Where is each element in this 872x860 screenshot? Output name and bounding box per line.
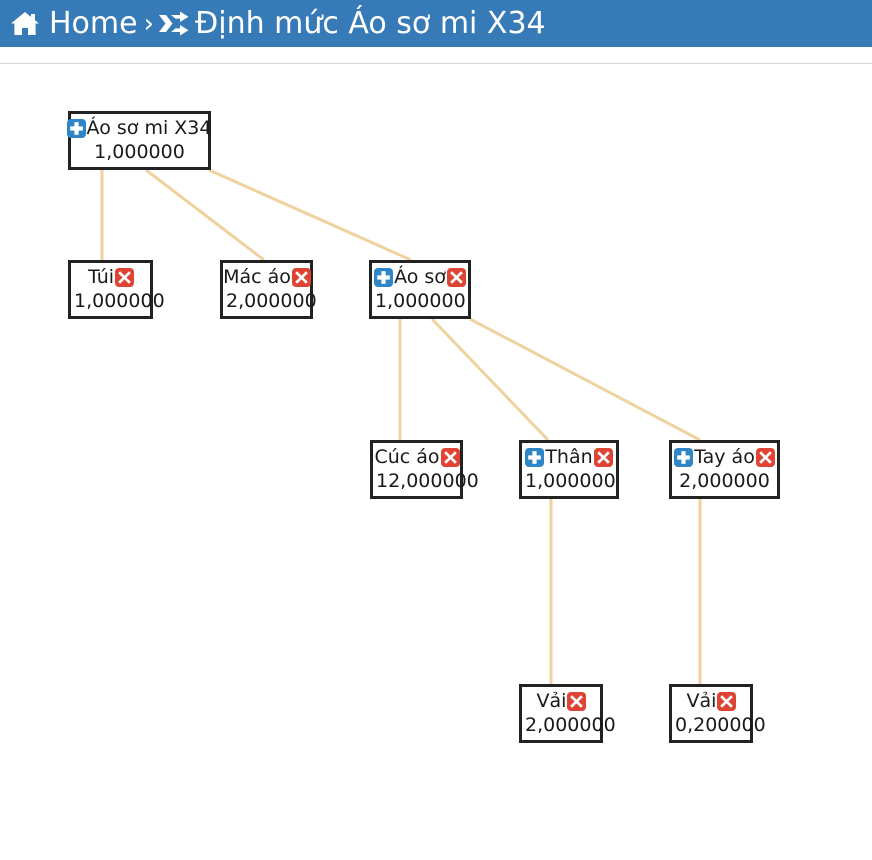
- tree-connector-layer: [100, 168, 702, 684]
- tree-node-label: Tay áo: [694, 445, 755, 468]
- tree-node-title: Vải: [675, 688, 747, 714]
- home-icon[interactable]: [10, 10, 40, 37]
- tree-connector: [208, 168, 412, 262]
- breadcrumb-header: Home › Định mức Áo sơ mi X34: [0, 0, 872, 47]
- add-child-icon[interactable]: [66, 118, 86, 138]
- add-child-icon[interactable]: [674, 447, 694, 467]
- tree-node-title: Mác áo: [223, 264, 311, 290]
- tree-node-label: Thân: [545, 445, 593, 468]
- tree-connector: [469, 317, 701, 442]
- delete-node-icon[interactable]: [717, 691, 737, 711]
- tree-node-title: Thân: [525, 444, 613, 470]
- tree-node-quantity: 1,000000: [375, 290, 466, 312]
- delete-node-icon[interactable]: [115, 267, 135, 287]
- tree-node-label: Vải: [686, 689, 717, 712]
- tree-node-label: Túi: [87, 265, 115, 288]
- add-child-icon[interactable]: [525, 447, 545, 467]
- breadcrumb-separator: ›: [143, 8, 154, 39]
- tree-node-title: Tay áo: [674, 444, 775, 470]
- tree-node-title: Áo sơ: [374, 264, 466, 290]
- tree-node-label: Áo sơ mi X34: [86, 116, 212, 139]
- tree-node-label: Vải: [536, 689, 567, 712]
- tree-node-title: Áo sơ mi X34: [66, 115, 211, 141]
- delete-node-icon[interactable]: [291, 267, 311, 287]
- random-shuffle-icon: [158, 10, 190, 37]
- tree-connector: [430, 317, 550, 442]
- header-divider: [0, 63, 872, 64]
- delete-node-icon[interactable]: [755, 447, 775, 467]
- delete-node-icon[interactable]: [567, 691, 587, 711]
- tree-node-quantity: 12,000000: [376, 470, 479, 492]
- tree-node-quantity: 2,000000: [525, 714, 616, 736]
- tree-node-title: Túi: [74, 264, 147, 290]
- tree-node-label: Áo sơ: [394, 265, 446, 288]
- tree-node-label: Mác áo: [223, 265, 291, 288]
- tree-node-quantity: 2,000000: [226, 290, 317, 312]
- tree-node-quantity: 1,000000: [94, 141, 185, 163]
- tree-node-quantity: 2,000000: [679, 470, 770, 492]
- tree-node-quantity: 0,200000: [675, 714, 766, 736]
- tree-node-label: Cúc áo: [374, 445, 440, 468]
- delete-node-icon[interactable]: [593, 447, 613, 467]
- add-child-icon[interactable]: [374, 267, 394, 287]
- tree-node-quantity: 1,000000: [525, 470, 616, 492]
- delete-node-icon[interactable]: [440, 447, 460, 467]
- tree-connector: [145, 168, 265, 262]
- page-title: Định mức Áo sơ mi X34: [195, 5, 546, 41]
- breadcrumb-home-label[interactable]: Home: [49, 5, 138, 41]
- tree-node-title: Cúc áo: [374, 444, 460, 470]
- delete-node-icon[interactable]: [446, 267, 466, 287]
- tree-node-quantity: 1,000000: [74, 290, 165, 312]
- tree-node-title: Vải: [525, 688, 597, 714]
